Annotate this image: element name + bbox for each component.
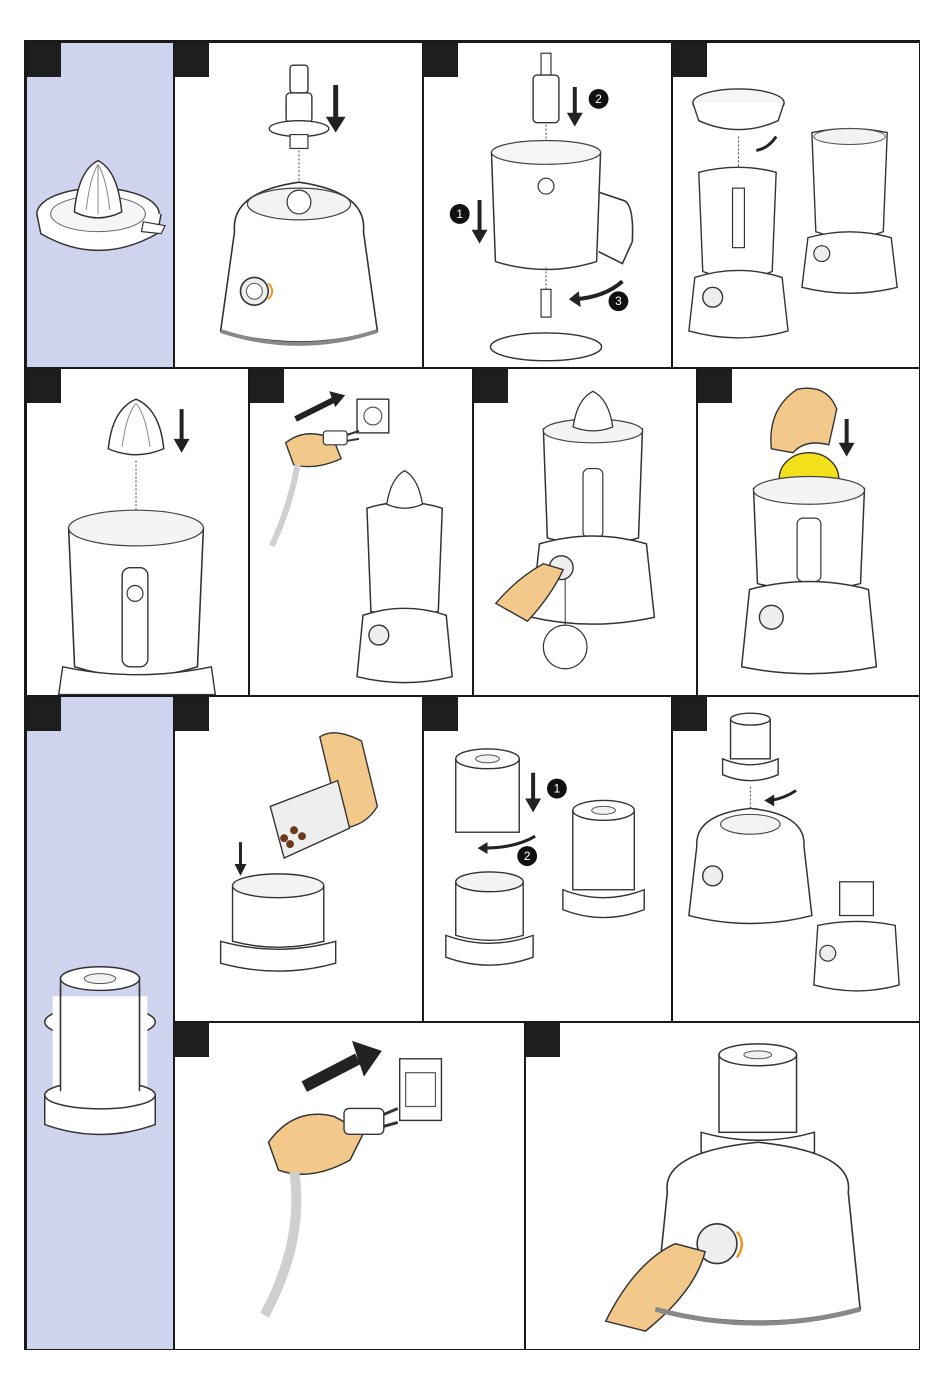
panel-mill-step-5 bbox=[525, 1022, 920, 1350]
panel-juicer-step-6 bbox=[473, 368, 697, 696]
panel-juicer-step-2: 2 1 3 bbox=[423, 42, 672, 368]
panel-juicer-step-5 bbox=[249, 368, 473, 696]
plug-icon bbox=[250, 369, 472, 695]
food-processor-icon bbox=[673, 697, 919, 1021]
mill-icon: 1 2 bbox=[424, 697, 671, 1021]
food-processor-icon bbox=[175, 43, 422, 367]
panel-juicer-step-7 bbox=[697, 368, 920, 696]
lemon-icon bbox=[698, 369, 919, 695]
panel-mill-step-1 bbox=[174, 696, 423, 1022]
panel-juicer-intro bbox=[26, 42, 174, 368]
callout-1: 1 bbox=[456, 207, 463, 221]
panel-juicer-step-4 bbox=[26, 368, 249, 696]
callout-1: 1 bbox=[554, 782, 561, 796]
panel-mill-intro bbox=[26, 696, 174, 1350]
mill-icon bbox=[27, 697, 173, 1349]
callout-2: 2 bbox=[524, 849, 531, 863]
instruction-sheet: 2 1 3 bbox=[24, 40, 920, 1350]
food-processor-icon bbox=[474, 369, 696, 695]
panel-juicer-step-3 bbox=[672, 42, 920, 368]
callout-3: 3 bbox=[615, 294, 622, 308]
panel-mill-step-3 bbox=[672, 696, 920, 1022]
food-processor-icon bbox=[673, 43, 919, 367]
juicer-icon bbox=[27, 43, 173, 367]
panel-mill-step-2: 1 2 bbox=[423, 696, 672, 1022]
cone-icon bbox=[27, 369, 248, 695]
plug-icon bbox=[175, 1023, 524, 1349]
panel-juicer-step-1 bbox=[174, 42, 423, 368]
callout-2: 2 bbox=[595, 92, 602, 106]
coffee-bag-icon bbox=[175, 697, 422, 1021]
bowl-icon: 2 1 3 bbox=[424, 43, 671, 367]
food-processor-icon bbox=[526, 1023, 919, 1349]
panel-mill-step-4 bbox=[174, 1022, 525, 1350]
